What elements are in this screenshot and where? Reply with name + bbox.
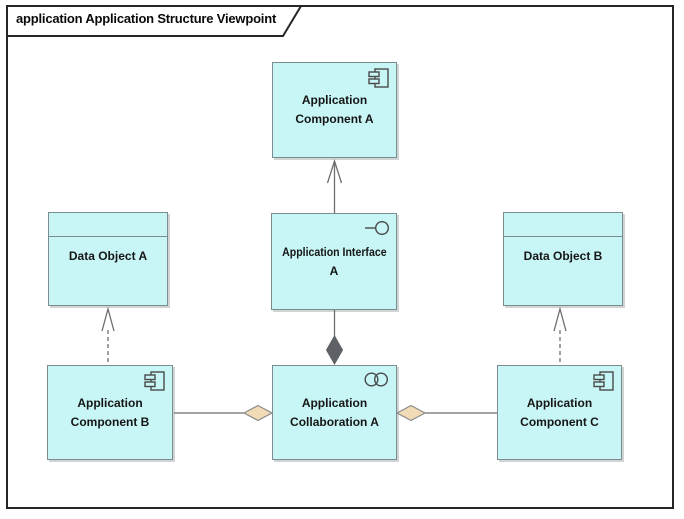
open-arrowhead-icon: [101, 306, 115, 332]
node-application-interface-a[interactable]: Application Interface A: [271, 213, 397, 310]
node-application-component-c[interactable]: Application Component C: [497, 365, 622, 460]
node-data-object-b[interactable]: Data Object B: [503, 212, 623, 306]
aggregation-diamond-icon: [242, 404, 274, 422]
label-line: Collaboration A: [290, 414, 379, 429]
data-object-body: Data Object B: [504, 237, 622, 305]
label-line: Application: [77, 395, 143, 410]
label-line: Application: [301, 395, 368, 410]
node-label: Application Component B: [71, 394, 150, 431]
label-line: Data Object B: [523, 249, 603, 263]
frame-tab-shape: [6, 5, 303, 37]
node-label: Application Collaboration A: [290, 394, 379, 431]
uml-component-icon: [368, 68, 390, 88]
label-line: Component B: [70, 414, 150, 429]
aggregation-connector-left[interactable]: [174, 404, 274, 422]
diagram-frame: [6, 5, 674, 509]
interface-lollipop-icon: [364, 219, 390, 237]
filled-diamond-icon: [325, 334, 344, 366]
label-line: A: [329, 263, 339, 278]
label-line: Application Interface: [281, 244, 387, 259]
data-object-header-band: [49, 213, 167, 237]
composition-connector[interactable]: [325, 310, 344, 366]
aggregation-diamond-icon: [395, 404, 427, 422]
serving-connector[interactable]: [326, 158, 343, 213]
collaboration-circles-icon: [363, 371, 390, 388]
frame-title-tab: [6, 5, 303, 37]
node-label: Application Interface A: [275, 243, 394, 280]
label-line: Component A: [295, 112, 374, 126]
node-application-collaboration-a[interactable]: Application Collaboration A: [272, 365, 397, 460]
access-connector-right[interactable]: [553, 306, 567, 364]
node-label: Application Component C: [520, 394, 599, 431]
label-line: Application: [526, 395, 593, 410]
label-line: Data Object A: [68, 249, 148, 263]
uml-component-icon: [593, 371, 615, 391]
access-connector-left[interactable]: [101, 306, 115, 364]
uml-component-icon: [144, 371, 166, 391]
data-object-header-band: [504, 213, 622, 237]
node-data-object-a[interactable]: Data Object A: [48, 212, 168, 306]
node-label: Application Component A: [295, 91, 373, 128]
open-arrowhead-icon: [326, 158, 343, 184]
label-line: Component C: [520, 414, 599, 429]
node-label: Data Object A: [69, 247, 147, 266]
open-arrowhead-icon: [553, 306, 567, 332]
label-line: Application: [301, 93, 368, 108]
node-application-component-b[interactable]: Application Component B: [47, 365, 173, 460]
data-object-body: Data Object A: [49, 237, 167, 305]
frame-title: application Application Structure Viewpo…: [16, 11, 277, 26]
aggregation-connector-right[interactable]: [395, 404, 497, 422]
node-label: Data Object B: [524, 247, 603, 266]
node-application-component-a[interactable]: Application Component A: [272, 62, 397, 158]
